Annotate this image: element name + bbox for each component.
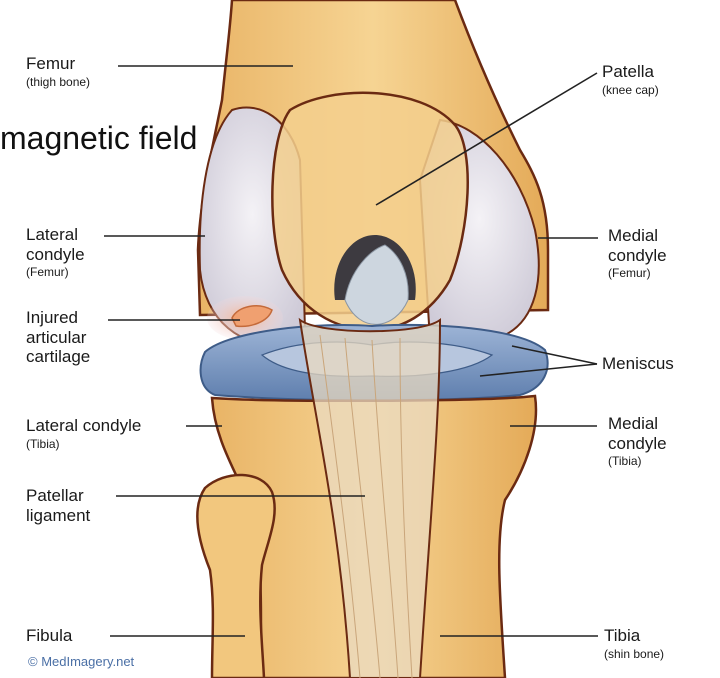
label-lateral-condyle-tibia: Lateral condyle (Tibia) [26,416,141,451]
label-lateral-condyle-femur-sub: (Femur) [26,266,85,280]
label-lateral-condyle-tibia-sub: (Tibia) [26,438,141,452]
label-tibia: Tibia (shin bone) [604,626,664,661]
label-medial-condyle-femur-line1: Medial [608,226,667,246]
label-lateral-condyle-femur-line2: condyle [26,245,85,265]
image-credit: © MedImagery.net [28,654,134,669]
label-lateral-condyle-femur: Lateral condyle (Femur) [26,225,85,280]
label-tibia-sub: (shin bone) [604,648,664,662]
label-fibula: Fibula [26,626,72,646]
label-patella-sub: (knee cap) [602,84,659,98]
label-patella-name: Patella [602,62,659,82]
label-patellar-ligament-line2: ligament [26,506,90,526]
label-femur-name: Femur [26,54,90,74]
label-medial-condyle-tibia-sub: (Tibia) [608,455,667,469]
label-medial-condyle-tibia: Medial condyle (Tibia) [608,414,667,469]
label-lateral-condyle-femur-line1: Lateral [26,225,85,245]
label-injured-cartilage-line2: articular [26,328,90,348]
label-injured-cartilage-line3: cartilage [26,347,90,367]
label-medial-condyle-femur-sub: (Femur) [608,267,667,281]
label-femur: Femur (thigh bone) [26,54,90,89]
label-medial-condyle-tibia-line2: condyle [608,434,667,454]
label-medial-condyle-tibia-line1: Medial [608,414,667,434]
label-patella: Patella (knee cap) [602,62,659,97]
label-femur-sub: (thigh bone) [26,76,90,90]
label-injured-cartilage-line1: Injured [26,308,90,328]
overlay-caption: magnetic field [0,120,197,157]
label-fibula-name: Fibula [26,626,72,646]
label-lateral-condyle-tibia-name: Lateral condyle [26,416,141,436]
label-medial-condyle-femur-line2: condyle [608,246,667,266]
label-medial-condyle-femur: Medial condyle (Femur) [608,226,667,281]
label-patellar-ligament: Patellar ligament [26,486,90,525]
label-patellar-ligament-line1: Patellar [26,486,90,506]
label-tibia-name: Tibia [604,626,664,646]
label-meniscus: Meniscus [602,354,674,374]
label-meniscus-name: Meniscus [602,354,674,374]
label-injured-cartilage: Injured articular cartilage [26,308,90,367]
